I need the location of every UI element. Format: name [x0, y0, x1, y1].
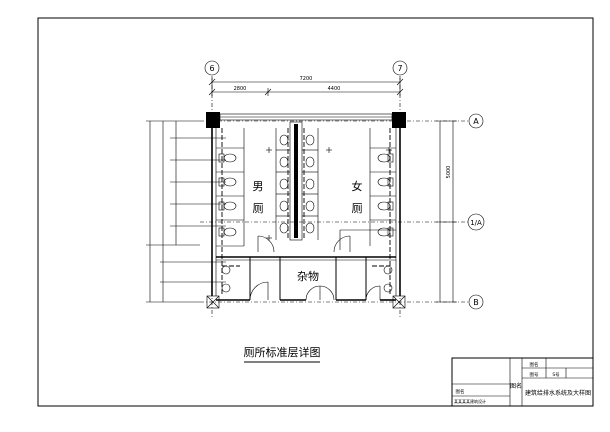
title-block-file-label: 图名 [456, 388, 465, 395]
title-block-bottom-note: 某某某某建筑设计 [454, 398, 486, 404]
room-label-female-1: 女 [352, 179, 363, 193]
basin-fixture [221, 283, 231, 293]
doors [249, 235, 381, 301]
room-label-storage: 杂物 [297, 269, 319, 283]
axis-bubble-7: 7 [392, 60, 408, 76]
room-label-male-2: 厕 [253, 202, 264, 215]
axis-lines [200, 76, 468, 318]
dim-right-total: 5000 [446, 166, 452, 179]
sink-fixture [377, 177, 394, 187]
toilet-fixture [305, 178, 315, 190]
axis-label-b: B [473, 298, 479, 307]
toilet-fixture [305, 200, 315, 212]
axis-label-1a: 1/A [470, 219, 482, 227]
basin-fixture [383, 283, 393, 293]
axis-bubble-1a: 1/A [467, 213, 485, 231]
sink-fixture [377, 153, 394, 163]
left-dimensions [146, 120, 226, 303]
walls [206, 112, 406, 309]
urinal-fixture [218, 201, 237, 211]
axis-label-6: 6 [209, 64, 214, 73]
toilet-fixture [305, 134, 315, 146]
toilet-fixture [279, 134, 289, 146]
dim-overall: 7200 [300, 76, 313, 82]
dim-left: 2800 [234, 86, 247, 92]
toilet-fixture [279, 178, 289, 190]
column-top-left [206, 112, 220, 128]
room-label-male-1: 男 [253, 180, 264, 193]
dim-right: 4400 [328, 86, 341, 92]
toilet-fixture [305, 222, 315, 234]
urinal-fixture [218, 177, 237, 187]
room-label-female-2: 厕 [352, 202, 363, 215]
fixtures [218, 134, 394, 293]
title-block: 图名 图号 S号 图名 建筑给排水系统及大样图 图名 某某某某建筑设计 [451, 357, 594, 407]
axis-bubble-6: 6 [204, 60, 220, 76]
toilet-fixture [305, 156, 315, 168]
stall-partitions [216, 128, 396, 250]
drawing-title: 厕所标准层详图 [244, 345, 321, 359]
axis-bubble-b: B [468, 294, 484, 310]
basin-fixture [383, 265, 393, 275]
sink-fixture [377, 201, 394, 211]
toilet-fixture [279, 222, 289, 234]
sink-fixture [377, 227, 394, 237]
title-block-drawing-label: 图名 [510, 382, 522, 390]
column-bottom-left [206, 295, 220, 309]
axis-bubble-a: A [468, 113, 484, 129]
drain-pipes [221, 128, 391, 296]
axis-label-a: A [473, 117, 479, 126]
top-dimensions: 7200 2800 4400 [208, 76, 404, 96]
title-block-sheet-value: S号 [552, 372, 560, 378]
axis-label-7: 7 [397, 64, 402, 73]
urinal-fixture [218, 153, 237, 163]
column-top-right [392, 112, 406, 128]
basin-fixture [221, 265, 231, 275]
title-block-row1-label: 图名 [530, 361, 539, 368]
toilet-fixture [279, 156, 289, 168]
right-dimensions: 5000 [436, 120, 457, 303]
title-block-sheet-label: 图号 [530, 372, 539, 378]
sheet-border [37, 17, 594, 407]
title-block-drawing-name: 建筑给排水系统及大样图 [525, 389, 591, 397]
toilet-fixture [279, 200, 289, 212]
urinal-fixture [218, 227, 237, 237]
column-bottom-right [392, 295, 406, 309]
